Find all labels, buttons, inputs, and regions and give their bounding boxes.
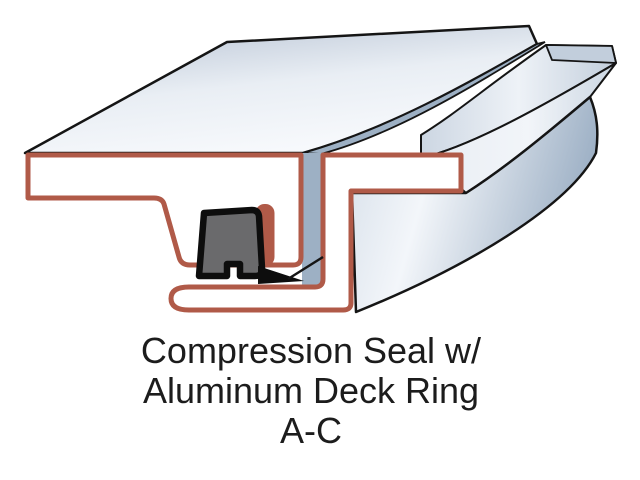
caption-line-1: Compression Seal w/	[140, 330, 482, 371]
joint-gap-wall	[302, 153, 322, 287]
caption: Compression Seal w/ Aluminum Deck Ring A…	[0, 331, 622, 451]
ring-end-cap	[545, 44, 617, 64]
ring-cross-section	[168, 152, 464, 313]
compression-seal	[195, 206, 266, 280]
caption-line-2: Aluminum Deck Ring	[142, 370, 480, 411]
seal-shadow-wedge	[258, 266, 304, 284]
joint-gap-strip	[302, 41, 546, 155]
ring-outer-wall	[350, 95, 599, 314]
caption-line-3: A-C	[280, 410, 342, 451]
gap-shadow-line	[287, 255, 324, 281]
